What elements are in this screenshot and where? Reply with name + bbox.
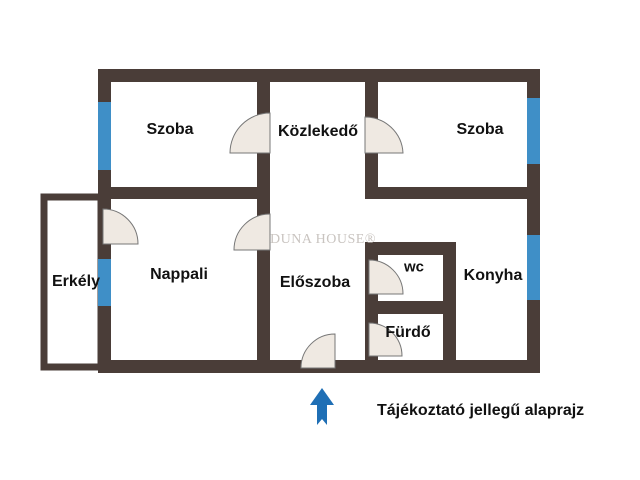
door[interactable]	[102, 208, 139, 245]
walls	[98, 69, 540, 373]
windows	[98, 98, 540, 306]
disclaimer-note: Tájékoztató jellegű alaprajz	[377, 402, 585, 419]
room-konyha: Konyha	[463, 267, 523, 284]
room-wc: wc	[403, 258, 425, 276]
watermark: DUNA HOUSE®	[270, 232, 376, 247]
door[interactable]	[364, 116, 404, 154]
window	[527, 235, 540, 300]
door[interactable]	[229, 112, 271, 154]
door[interactable]	[300, 333, 336, 369]
room-nappali: Nappali	[150, 266, 208, 283]
room-furdo: Fürdő	[385, 324, 431, 341]
door[interactable]	[233, 213, 271, 251]
door[interactable]	[368, 259, 404, 295]
room-eloszoba: Előszoba	[279, 274, 351, 291]
room-kozlekedo: Közlekedő	[277, 123, 359, 140]
doors	[102, 112, 404, 369]
north-arrow-icon	[310, 388, 334, 425]
window	[98, 102, 111, 170]
room-szoba-right: Szoba	[456, 121, 504, 138]
window	[527, 98, 540, 164]
window	[98, 259, 111, 306]
door[interactable]	[368, 322, 403, 357]
room-erkely: Erkély	[51, 273, 101, 290]
room-szoba-left: Szoba	[146, 121, 194, 138]
